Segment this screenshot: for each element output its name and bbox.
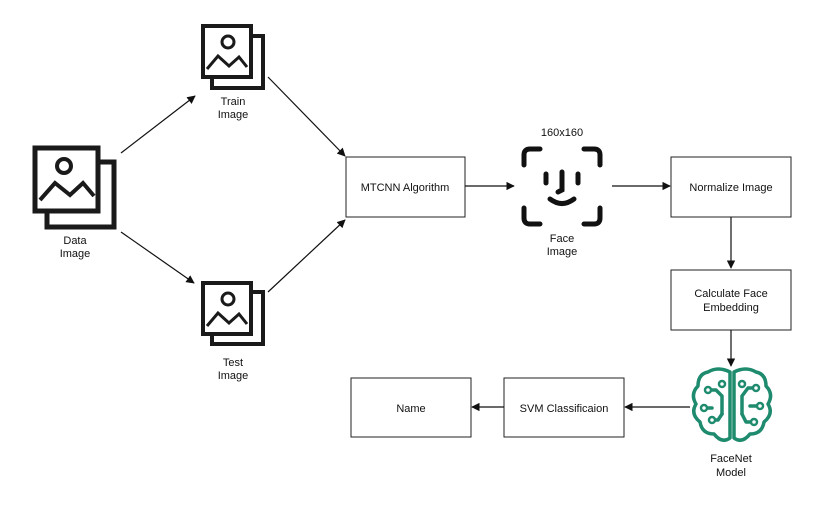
data-image-icon [32,145,117,230]
train-image-icon [201,24,265,90]
mtcnn-box[interactable] [345,156,466,218]
name-label: Name [396,403,425,415]
test-image-icon [201,281,265,346]
embedding-label-1: Calculate Face [694,288,767,300]
name-box[interactable] [350,377,472,438]
facenet-label-2: Model [716,467,746,479]
embedding-box[interactable] [670,269,792,331]
train-image-label-2: Image [218,109,249,121]
arrow-test-to-mtcnn [267,219,346,293]
normalize-label: Normalize Image [689,182,772,194]
neural-brain-nodes [699,379,765,427]
data-image-label-2: Image [60,248,91,260]
face-id-icon [521,146,603,227]
face-size-label: 160x160 [541,127,583,139]
mtcnn-label: MTCNN Algorithm [361,182,450,194]
face-image-label-1: Face [550,233,574,245]
arrow-data-to-test [120,231,195,284]
face-image-label-2: Image [547,246,578,258]
arrow-data-to-train [120,95,196,154]
data-image-label-1: Data [63,235,87,247]
facenet-label-1: FaceNet [710,453,752,465]
test-image-label-2: Image [218,370,249,382]
svm-label: SVM Classificaion [520,403,609,415]
train-image-label-1: Train [221,96,246,108]
arrow-train-to-mtcnn [267,76,346,157]
svm-box[interactable] [503,377,625,438]
embedding-label-2: Embedding [703,302,759,314]
test-image-label-1: Test [223,357,243,369]
